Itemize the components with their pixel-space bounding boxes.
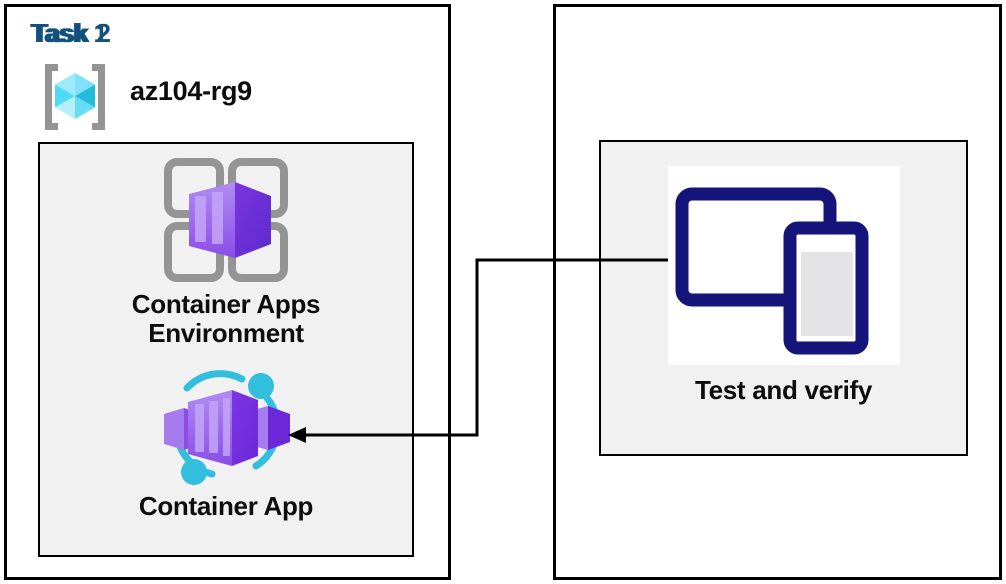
test-devices-node: Test and verify xyxy=(599,166,968,406)
test-devices-caption: Test and verify xyxy=(694,375,873,405)
resource-group-row: az104-rg9 xyxy=(34,58,334,136)
test-devices-icon xyxy=(667,166,900,365)
container-app-caption: Container App xyxy=(138,491,314,521)
resource-group-icon xyxy=(38,60,112,134)
task-2-title: Task 2 xyxy=(33,18,111,48)
container-apps-environment-icon xyxy=(158,152,294,288)
resource-group-label: az104-rg9 xyxy=(130,76,252,106)
task-1-title: Task 1 xyxy=(30,18,108,48)
container-apps-environment-node: Container Apps Environment xyxy=(38,150,414,349)
container-app-node: Container App xyxy=(38,362,414,521)
container-app-icon xyxy=(150,362,302,490)
container-apps-environment-caption: Container Apps Environment xyxy=(131,289,321,349)
